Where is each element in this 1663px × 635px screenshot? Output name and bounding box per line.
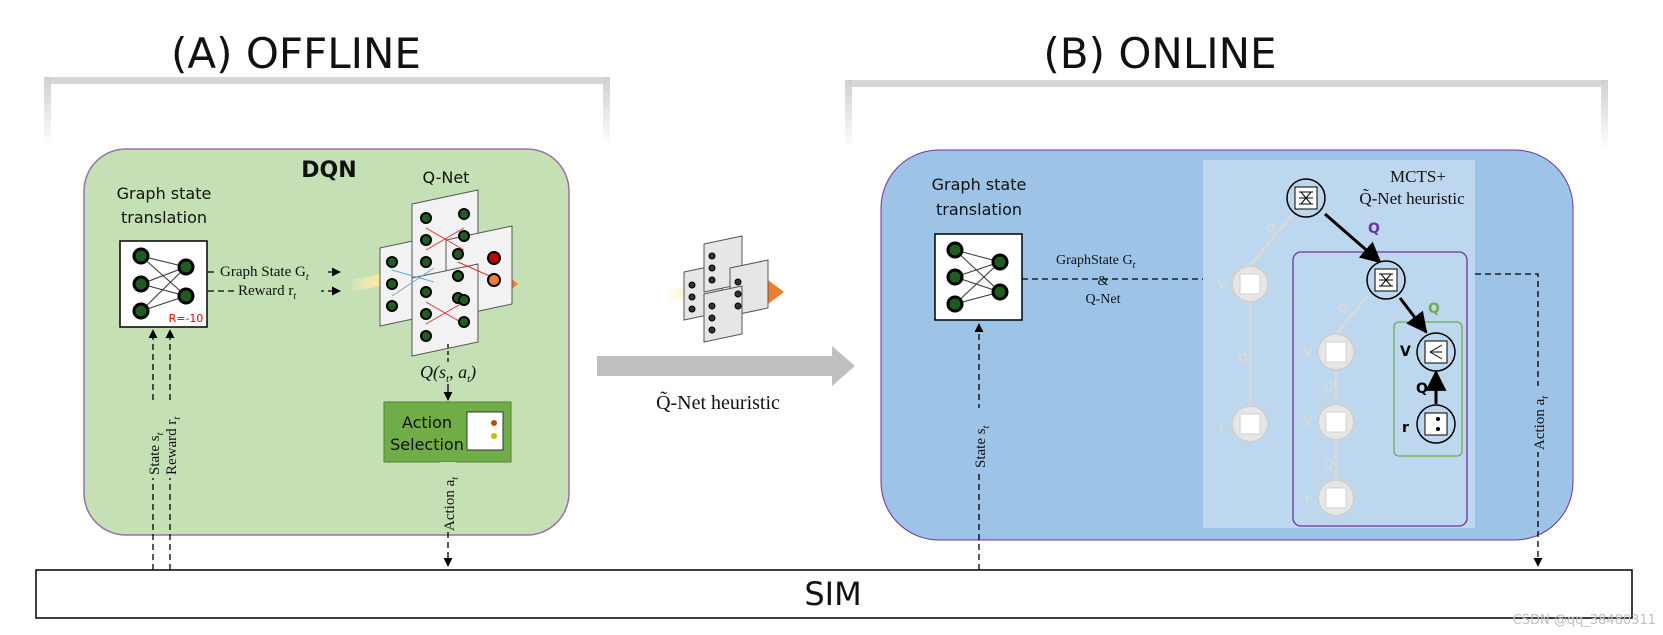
mcts-faded-q4: Q (1324, 380, 1334, 394)
online-action-label: Action at (1532, 396, 1551, 450)
mcts-reward-node (1416, 404, 1456, 444)
dqn-label: DQN (301, 158, 356, 183)
mcts-faded-edges (1248, 204, 1369, 480)
mcts-faded-r2: r (1305, 491, 1311, 505)
watermark: CSDN @qq_38480311 (1513, 613, 1656, 628)
online-state-label: State st (973, 425, 992, 468)
offline-graph-state-label: Graph State Gt (220, 264, 309, 283)
mcts-edge-child-leaf (1398, 297, 1428, 334)
offline-action-label: Action at (442, 477, 461, 531)
mcts-r-black: r (1402, 420, 1409, 436)
transfer-label: Q̃-Net heuristic (656, 390, 780, 414)
mcts-leaf-node (1416, 332, 1456, 372)
mcts-root-node (1286, 178, 1326, 218)
online-qnet-label: Q-Net (1086, 292, 1121, 307)
middle-qnet-icon (668, 235, 784, 343)
offline-state-label: State st (147, 432, 166, 475)
online-and-label: & (1098, 274, 1109, 289)
mcts-faded-v1: V (1217, 277, 1227, 291)
online-graph-state-label: GraphState Gt (1056, 253, 1136, 271)
offline-qnet-stack (352, 189, 518, 357)
mcts-faded-r1: r (1219, 421, 1225, 435)
offline-q-value: Q(st, at) (420, 362, 476, 385)
offline-title: (A) OFFLINE (171, 29, 421, 78)
mcts-selected-frame (1393, 321, 1463, 457)
mcts-faded-q5: Q (1324, 457, 1334, 471)
online-graph-state-box (934, 233, 1023, 321)
mcts-faded-q3: Q (1338, 301, 1348, 315)
sim-label: SIM (804, 575, 861, 613)
offline-graph-state-box: R=-10 (119, 240, 208, 328)
mcts-faded-q1: Q (1266, 221, 1276, 235)
offline-qnet-label: Q-Net (423, 168, 470, 187)
offline-graph-state-line2: translation (121, 208, 207, 227)
online-action-arrow (1475, 273, 1543, 567)
offline-reward-up-label: Reward rt (164, 417, 183, 475)
sim-bar (35, 569, 1633, 619)
mcts-title-line1: MCTS+ (1390, 167, 1446, 186)
action-selection-box: Action Selection (383, 401, 512, 463)
transfer-arrow (597, 346, 855, 386)
online-title: (B) ONLINE (1043, 29, 1276, 78)
mcts-faded-v2: V (1303, 345, 1313, 359)
mcts-faded-q2: Q (1238, 351, 1248, 365)
mcts-v-black: V (1400, 344, 1411, 360)
mcts-edge-root-child (1324, 212, 1382, 264)
online-bracket (845, 80, 1608, 150)
mcts-q-black: Q (1416, 381, 1428, 397)
mcts-q-purple: Q (1368, 221, 1380, 237)
mcts-title-line2: Q̃-Net heuristic (1359, 189, 1465, 208)
offline-reward-label: Reward rt (238, 283, 296, 302)
action-selection-line1: Action (402, 413, 452, 432)
online-graph-state-line2: translation (936, 200, 1022, 219)
online-graph-state-line1: Graph state (932, 175, 1027, 194)
mcts-faded-v3: V (1303, 415, 1313, 429)
reward-badge: R=-10 (169, 312, 204, 325)
action-selection-line2: Selection (390, 435, 464, 454)
offline-bracket (44, 77, 610, 147)
offline-graph-state-line1: Graph state (117, 184, 212, 203)
mcts-q-green: Q (1428, 301, 1440, 317)
mcts-child-node (1366, 260, 1406, 300)
